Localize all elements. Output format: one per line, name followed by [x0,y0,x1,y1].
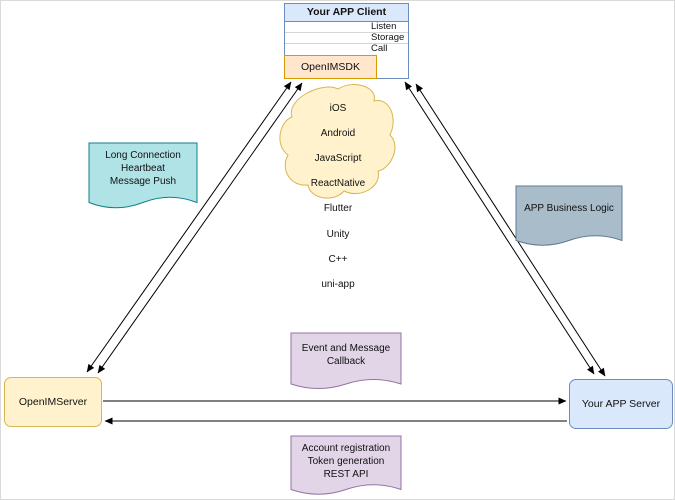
client-row-storage-label: Storage [371,32,405,43]
note-event-callback-text: Event and Message Callback [301,343,391,367]
client-row-listen-label: Listen [371,21,397,32]
client-row-storage: Storage [285,33,408,44]
cloud-platform-android: Android [320,127,356,139]
note-account-api-shape [290,435,402,495]
app-server-node: Your APP Server [569,379,673,429]
openim-server-label: OpenIMServer [18,396,88,408]
cloud-platform-javascript: JavaScript [314,152,362,164]
cloud-platform-flutter: Flutter [323,203,353,215]
cloud-platform-unity: Unity [326,228,350,240]
note-event-callback-shape [290,332,402,389]
app-client-title: Your APP Client [285,4,408,22]
cloud-platform-uniapp: uni-app [321,278,355,290]
arrow-client-to-appserver-b [415,83,606,377]
note-business-logic-shape [515,185,623,246]
arrow-openimserver-to-client-a [86,81,292,373]
app-client-box: Your APP Client Listen Storage Call Open… [284,3,409,79]
cloud-platform-cpp: C++ [328,253,348,265]
openimsdk-box: OpenIMSDK [284,55,377,79]
openim-server-node: OpenIMServer [4,377,102,427]
client-row-listen: Listen [285,22,408,33]
cloud-platform-reactnative: ReactNative [310,178,366,190]
cloud-shape [279,84,396,199]
note-long-connection-text: Long Connection Heartbeat Message Push [105,150,181,187]
arrow-openimserver-to-client-b [97,82,303,374]
client-row-call-label: Call [371,43,388,54]
cloud-platform-ios: iOS [329,102,347,114]
client-row-call: Call [285,44,408,55]
note-long-connection-shape [88,142,198,209]
app-server-label: Your APP Server [581,398,661,410]
openimsdk-label: OpenIMSDK [301,61,360,73]
note-business-logic-text: APP Business Logic [524,203,614,214]
cloud-platform-list: iOS Android JavaScript ReactNative Flutt… [282,90,394,304]
note-account-api-text: Account registration Token generation RE… [301,443,391,480]
